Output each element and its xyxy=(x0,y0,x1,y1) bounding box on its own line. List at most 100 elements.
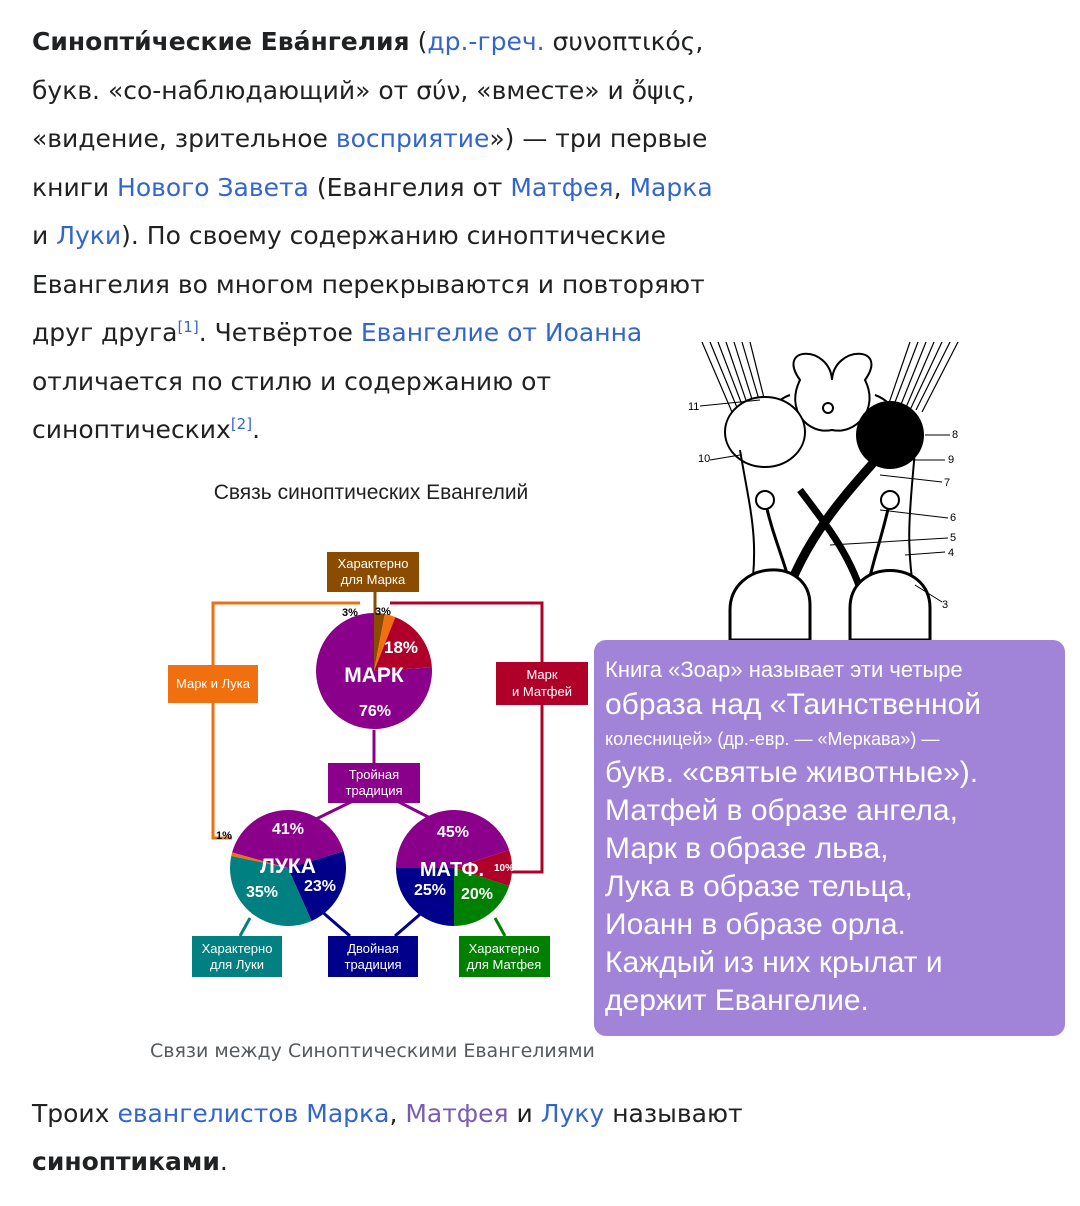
diagram-title: Связь синоптических Евангелий xyxy=(214,481,529,504)
line-mark-matthew xyxy=(390,601,544,665)
link-mark[interactable]: Марка xyxy=(629,172,713,202)
link-matthew-outro[interactable]: Матфея xyxy=(405,1099,509,1128)
anatomy-illustration[interactable]: 11 10 8 9 7 6 5 4 3 xyxy=(680,340,980,640)
outro-paragraph: Троих евангелистов Марка, Матфея и Луку … xyxy=(32,1090,752,1186)
link-luke-outro[interactable]: Луку xyxy=(540,1099,605,1128)
zohar-line-3: колесницей» (др.-евр. — «Меркава») — xyxy=(605,729,940,749)
label-luke-1: 1% xyxy=(216,830,232,842)
label-4: 4 xyxy=(948,547,954,559)
box-mark-luke: Марк и Лука xyxy=(168,665,258,703)
box-mark-luke-text: Марк и Лука xyxy=(176,676,251,691)
label-matthew-10: 10% xyxy=(494,863,514,874)
link-new-testament[interactable]: Нового Завета xyxy=(117,172,309,202)
label-luke-35: 35% xyxy=(246,884,278,901)
anatomy-labels: 11 10 8 9 7 6 5 4 3 xyxy=(688,401,958,611)
link-mark-outro[interactable]: Марка xyxy=(306,1099,390,1128)
label-10: 10 xyxy=(698,453,710,465)
label-matthew-25: 25% xyxy=(414,882,446,899)
zohar-note: Книга «Зоар» называет эти четыре образа … xyxy=(594,640,1065,1036)
text: . Четвёртое xyxy=(198,318,361,347)
pie-slice-matthew-3 xyxy=(454,850,512,886)
connector-lines xyxy=(211,588,544,938)
slice-labels: 76% 18% 3% 3% 41% 35% 23% 1% 45% 25% 20%… xyxy=(216,606,514,903)
text: , xyxy=(613,172,630,202)
zohar-line-10: держит Евангелие. xyxy=(605,984,869,1017)
reference-1[interactable]: [1] xyxy=(177,318,199,336)
zohar-line-6: Марк в образе льва, xyxy=(605,832,889,865)
label-9: 9 xyxy=(948,454,954,466)
text: отличается по стилю и содержанию от сино… xyxy=(32,366,552,445)
line-luke-double xyxy=(319,908,351,938)
pie-slice-matthew-2 xyxy=(454,868,510,926)
node-name-mark: МАРК xyxy=(344,664,404,687)
pie-slice-luke-3 xyxy=(231,852,288,868)
label-mark-76: 76% xyxy=(359,703,391,720)
label-5: 5 xyxy=(950,532,956,544)
leader-lines xyxy=(699,399,950,603)
zohar-line-7: Лука в образе тельца, xyxy=(605,870,913,903)
link-luke[interactable]: Луки xyxy=(56,221,122,250)
text: ( xyxy=(409,27,428,56)
text: Троих xyxy=(32,1099,118,1128)
zohar-line-2: образа над «Таинственной xyxy=(605,688,982,721)
center-node xyxy=(822,402,834,414)
link-perception[interactable]: восприятие xyxy=(335,124,490,153)
text: . xyxy=(219,1147,228,1176)
right-lobe-dark xyxy=(856,401,924,469)
link-ancient-greek[interactable]: др.-греч. xyxy=(427,27,545,56)
pie-charts xyxy=(230,613,512,926)
link-matthew[interactable]: Матфея xyxy=(510,172,614,202)
pie-slice-mark-1 xyxy=(374,617,432,671)
label-mark-3b: 3% xyxy=(375,606,391,618)
zohar-line-8: Иоанн в образе орла. xyxy=(605,908,906,941)
synoptic-diagram[interactable]: Связь синоптических Евангелий МАРК ЛУКА … xyxy=(150,470,590,990)
text: , xyxy=(389,1099,406,1128)
label-3: 3 xyxy=(942,599,948,611)
figure-caption: Связи между Синоптическими Евангелиями xyxy=(150,1040,595,1062)
text: и xyxy=(508,1099,541,1128)
label-mark-3a: 3% xyxy=(342,607,358,619)
left-lobe xyxy=(724,396,806,468)
label-luke-41: 41% xyxy=(272,821,304,838)
text: συνοπτικός, букв. «со-наблюдающий» от σύ… xyxy=(32,27,704,153)
line-mark-luke-lower xyxy=(211,703,232,840)
pie-slice-matthew-0 xyxy=(396,810,510,868)
pie-slice-luke-0 xyxy=(232,810,344,868)
text: ). По своему содержанию синоптические Ев… xyxy=(32,221,705,347)
label-luke-23: 23% xyxy=(304,878,336,895)
pie-slice-matthew-1 xyxy=(396,868,454,926)
label-11: 11 xyxy=(688,401,699,413)
pie-slice-mark-3 xyxy=(374,614,396,671)
zohar-line-5: Матфей в образе ангела, xyxy=(605,794,958,827)
text: называют xyxy=(604,1099,743,1128)
node-name-matthew: МАТФ. xyxy=(420,859,484,881)
label-8: 8 xyxy=(952,429,958,441)
label-6: 6 xyxy=(950,512,956,524)
link-gospel-of-john[interactable]: Евангелие от Иоанна xyxy=(360,318,643,347)
left-ganglion xyxy=(755,490,775,510)
text: (Евангелия от xyxy=(308,172,511,202)
link-evangelists[interactable]: евангелистов xyxy=(117,1099,299,1128)
line-mark-luke xyxy=(211,601,360,675)
zohar-line-1: Книга «Зоар» называет эти четыре xyxy=(605,657,963,682)
left-eye xyxy=(728,568,812,640)
label-matthew-20: 20% xyxy=(461,886,493,903)
reference-2[interactable]: [2] xyxy=(230,415,253,433)
term-synoptics: синоптиками xyxy=(32,1147,220,1176)
node-name-luke: ЛУКА xyxy=(260,855,316,878)
zohar-line-9: Каждый из них крылат и xyxy=(605,946,943,979)
pie-slice-luke-1 xyxy=(230,855,312,926)
pie-slice-mark-0 xyxy=(316,613,432,729)
